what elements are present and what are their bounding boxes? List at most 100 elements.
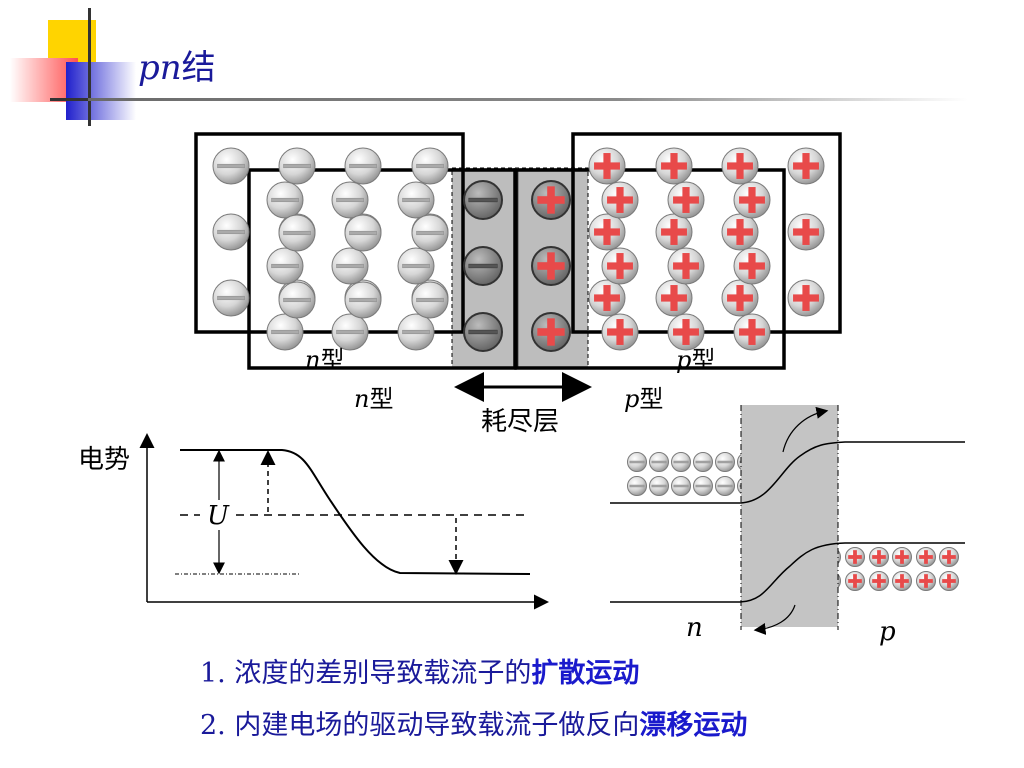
negative-ion-icon (344, 214, 382, 252)
positive-ion-icon (869, 571, 889, 591)
bullet-2-text: 内建电场的驱动导致载流子做反向 (234, 710, 640, 741)
negative-ion-icon (278, 147, 316, 185)
negative-ion-icon (715, 476, 735, 496)
negative-ion-icon (212, 213, 250, 251)
positive-ion-icon (531, 180, 571, 220)
deco-blue-square (66, 62, 136, 120)
negative-ion-icon (397, 313, 435, 351)
p-label-back: p型 (676, 346, 715, 374)
positive-ion-icon (892, 571, 912, 591)
positive-ion-icon (655, 279, 693, 317)
potential-axis-label: 电势 (78, 445, 130, 475)
negative-ion-icon (463, 180, 503, 220)
positive-ion-icon (733, 247, 771, 285)
negative-ion-icon (411, 147, 449, 185)
negative-ion-icon (693, 476, 713, 496)
bullet-1-text: 浓度的差别导致载流子的 (234, 658, 532, 689)
negative-ion-icon (649, 452, 669, 472)
positive-ion-icon (601, 247, 639, 285)
negative-ion-icon (344, 281, 382, 319)
negative-ion-icon (411, 214, 449, 252)
deco-vertical-line (88, 8, 91, 126)
band-p-label: p (879, 617, 896, 647)
negative-ion-icon (715, 452, 735, 472)
negative-ion-icon (671, 452, 691, 472)
negative-ion-icon (331, 313, 369, 351)
negative-ion-icon (411, 281, 449, 319)
negative-ion-icon (397, 181, 435, 219)
positive-ion-icon (531, 246, 571, 286)
conduction-band (610, 441, 965, 504)
positive-ion-icon (787, 279, 825, 317)
negative-ion-icon (627, 452, 647, 472)
negative-ion-icon (331, 181, 369, 219)
positive-ion-icon (531, 312, 571, 352)
negative-ion-icon (671, 476, 691, 496)
negative-ion-icon (331, 247, 369, 285)
negative-ion-icon (463, 312, 503, 352)
band-diagram: n p (610, 405, 965, 647)
positive-ion-icon (667, 181, 705, 219)
bullet-2-emphasis: 漂移运动 (639, 710, 748, 741)
negative-ion-icon (266, 247, 304, 285)
positive-ion-icon (667, 313, 705, 351)
positive-ion-icon (721, 147, 759, 185)
positive-ion-icon (916, 547, 936, 567)
hole-drift-arrow (753, 604, 796, 635)
potential-plot: U 电势 (78, 433, 549, 610)
p-region-back (571, 132, 842, 334)
bullet-1-number: 1. (200, 658, 226, 689)
positive-ion-icon (845, 547, 865, 567)
positive-ion-icon (787, 213, 825, 251)
negative-ion-icon (266, 313, 304, 351)
positive-ion-icon (601, 181, 639, 219)
title-underline (88, 98, 968, 101)
positive-ion-icon (588, 213, 626, 251)
depletion-label: 耗尽层 (481, 407, 559, 437)
positive-ion-icon (787, 147, 825, 185)
negative-ion-icon (266, 181, 304, 219)
negative-ion-icon (693, 452, 713, 472)
negative-ion-icon (649, 476, 669, 496)
deco-horizontal-line (50, 98, 110, 101)
band-n-label: n (686, 613, 703, 643)
positive-ion-icon (845, 571, 865, 591)
p-label-front: p型 (624, 385, 663, 413)
title-italic: pn (138, 48, 182, 88)
page-title: pn结 (138, 40, 216, 89)
positive-ion-icon (655, 147, 693, 185)
positive-ion-icon (869, 547, 889, 567)
bullet-2-number: 2. (200, 710, 226, 741)
negative-ion-icon (212, 147, 250, 185)
positive-ion-icon (939, 547, 959, 567)
bullet-1-emphasis: 扩散运动 (531, 658, 640, 689)
positive-ion-icon (733, 181, 771, 219)
valence-band (610, 542, 965, 603)
barrier-label: U (207, 501, 230, 531)
negative-ion-icon (278, 214, 316, 252)
positive-ion-icon (721, 279, 759, 317)
negative-ion-icon (397, 247, 435, 285)
title-rest: 结 (181, 48, 216, 88)
bullet-2: 2. 内建电场的驱动导致载流子做反向漂移运动 (200, 703, 747, 742)
positive-ion-icon (916, 571, 936, 591)
positive-ion-icon (892, 547, 912, 567)
negative-ion-icon (463, 246, 503, 286)
electron-drift-arrow (782, 406, 829, 453)
n-label-front: n型 (354, 385, 393, 413)
n-label-back: n型 (305, 346, 344, 374)
positive-ion-icon (588, 279, 626, 317)
positive-ion-icon (721, 213, 759, 251)
n-region-back (194, 132, 465, 334)
positive-ion-icon (667, 247, 705, 285)
positive-ion-icon (733, 313, 771, 351)
negative-ion-icon (212, 279, 250, 317)
negative-ion-icon (278, 281, 316, 319)
positive-ion-icon (601, 313, 639, 351)
positive-ion-icon (939, 571, 959, 591)
potential-curve (180, 449, 531, 575)
positive-ion-icon (588, 147, 626, 185)
p-region-front (514, 168, 786, 370)
negative-ion-icon (344, 147, 382, 185)
